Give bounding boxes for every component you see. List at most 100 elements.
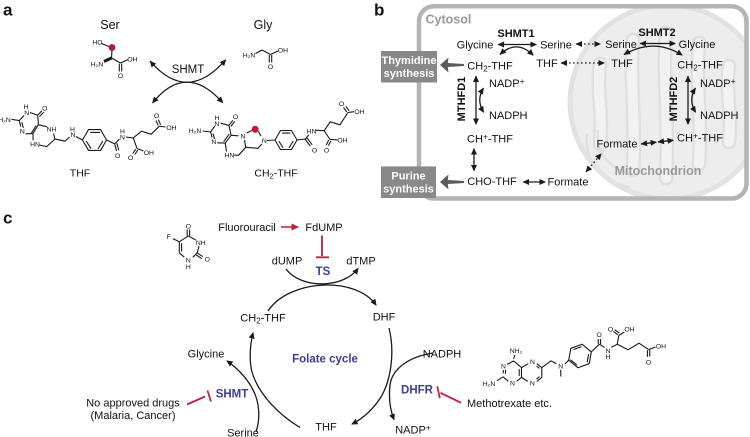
svg-text:O: O bbox=[646, 360, 651, 367]
svg-text:THF: THF bbox=[315, 422, 337, 434]
svg-text:Serine: Serine bbox=[227, 428, 259, 437]
svg-text:SHMT2: SHMT2 bbox=[638, 27, 675, 39]
svg-text:N: N bbox=[606, 348, 611, 355]
svg-text:OH: OH bbox=[624, 327, 634, 334]
svg-text:H₂N: H₂N bbox=[189, 128, 202, 135]
svg-text:MTHFD2: MTHFD2 bbox=[668, 77, 680, 122]
svg-text:NADP+: NADP+ bbox=[395, 422, 431, 436]
svg-text:NADPH: NADPH bbox=[489, 110, 528, 122]
svg-text:H₂N: H₂N bbox=[91, 62, 104, 69]
svg-text:dUMP: dUMP bbox=[272, 256, 303, 268]
svg-text:b: b bbox=[374, 1, 384, 20]
svg-text:Formate: Formate bbox=[548, 177, 589, 189]
svg-text:Serine: Serine bbox=[540, 39, 572, 51]
svg-text:NH₂: NH₂ bbox=[510, 348, 523, 355]
svg-text:DHFR: DHFR bbox=[401, 385, 434, 397]
svg-text:N: N bbox=[558, 363, 563, 370]
svg-text:CH2-THF: CH2-THF bbox=[677, 60, 723, 73]
svg-text:Serine: Serine bbox=[605, 39, 637, 51]
svg-text:Glycine: Glycine bbox=[457, 39, 494, 51]
svg-text:NADPH: NADPH bbox=[700, 110, 739, 122]
svg-text:Glycine: Glycine bbox=[188, 349, 225, 361]
svg-text:H: H bbox=[215, 115, 220, 122]
svg-text:N: N bbox=[211, 139, 216, 146]
svg-text:CH+-THF: CH+-THF bbox=[467, 131, 513, 145]
svg-text:OH: OH bbox=[337, 138, 347, 145]
svg-text:Thymidine: Thymidine bbox=[381, 55, 436, 67]
svg-text:O: O bbox=[154, 113, 159, 120]
svg-text:N: N bbox=[510, 381, 515, 388]
svg-text:SHMT: SHMT bbox=[216, 389, 249, 401]
svg-text:N: N bbox=[71, 132, 76, 139]
svg-text:N: N bbox=[186, 257, 191, 264]
svg-text:O: O bbox=[339, 101, 344, 108]
svg-text:Gly: Gly bbox=[254, 18, 274, 32]
svg-text:N: N bbox=[530, 359, 535, 366]
svg-text:CHO-THF: CHO-THF bbox=[467, 176, 517, 188]
svg-text:H: H bbox=[120, 129, 125, 136]
svg-text:MTHFD1: MTHFD1 bbox=[456, 77, 468, 122]
svg-text:O: O bbox=[186, 224, 191, 231]
svg-text:Glycine: Glycine bbox=[679, 39, 716, 51]
svg-text:SHMT: SHMT bbox=[172, 64, 205, 76]
svg-text:O: O bbox=[233, 114, 238, 121]
svg-text:HO: HO bbox=[92, 40, 102, 47]
svg-text:NADP+: NADP+ bbox=[700, 76, 736, 90]
svg-text:HN: HN bbox=[30, 142, 40, 149]
svg-text:Ser: Ser bbox=[100, 18, 119, 32]
svg-text:N: N bbox=[120, 134, 125, 141]
svg-text:SHMT1: SHMT1 bbox=[497, 28, 534, 40]
svg-text:O: O bbox=[268, 64, 273, 71]
svg-text:Cytosol: Cytosol bbox=[426, 13, 472, 27]
svg-text:THF: THF bbox=[611, 58, 633, 70]
svg-text:F: F bbox=[167, 234, 171, 241]
svg-text:Methotrexate etc.: Methotrexate etc. bbox=[467, 398, 552, 410]
svg-text:N: N bbox=[20, 129, 25, 136]
svg-text:c: c bbox=[3, 209, 12, 228]
svg-text:O: O bbox=[128, 155, 133, 162]
svg-text:O: O bbox=[312, 148, 317, 155]
svg-text:HN: HN bbox=[225, 153, 235, 160]
svg-text:H₂N: H₂N bbox=[243, 53, 256, 60]
svg-text:NADPH: NADPH bbox=[423, 349, 462, 361]
svg-text:N: N bbox=[530, 381, 535, 388]
svg-text:H₂N: H₂N bbox=[483, 381, 496, 388]
svg-text:CH+-THF: CH+-THF bbox=[677, 130, 723, 144]
svg-text:CH2-THF: CH2-THF bbox=[467, 61, 513, 74]
svg-text:OH: OH bbox=[278, 48, 288, 55]
svg-text:CH2-THF: CH2-THF bbox=[254, 168, 297, 181]
svg-text:N: N bbox=[24, 110, 29, 117]
svg-text:H: H bbox=[70, 126, 75, 133]
svg-text:OH: OH bbox=[127, 57, 137, 64]
svg-text:O: O bbox=[115, 153, 120, 160]
svg-text:FdUMP: FdUMP bbox=[305, 222, 342, 234]
svg-text:O: O bbox=[118, 73, 123, 80]
svg-text:NH: NH bbox=[196, 240, 206, 247]
svg-text:N: N bbox=[241, 134, 246, 141]
svg-text:N: N bbox=[215, 121, 220, 128]
svg-text:H: H bbox=[606, 354, 611, 361]
svg-text:DHF: DHF bbox=[373, 312, 396, 324]
svg-text:H: H bbox=[186, 264, 191, 271]
svg-text:N: N bbox=[262, 138, 267, 145]
svg-text:a: a bbox=[3, 1, 13, 20]
svg-text:HN: HN bbox=[307, 129, 317, 136]
svg-text:synthesis: synthesis bbox=[383, 183, 434, 195]
svg-text:O: O bbox=[205, 257, 210, 264]
svg-text:N: N bbox=[501, 364, 506, 371]
svg-text:Purine: Purine bbox=[391, 171, 425, 183]
svg-text:CH2-THF: CH2-THF bbox=[240, 313, 286, 326]
svg-text:NH: NH bbox=[47, 127, 57, 134]
svg-text:Fluorouracil: Fluorouracil bbox=[218, 222, 275, 234]
svg-text:OH: OH bbox=[144, 150, 154, 157]
svg-text:OH: OH bbox=[656, 344, 666, 351]
svg-text:dTMP: dTMP bbox=[346, 256, 375, 268]
svg-text:synthesis: synthesis bbox=[384, 68, 435, 80]
svg-text:No approved drugs: No approved drugs bbox=[86, 398, 180, 410]
svg-text:Folate cycle: Folate cycle bbox=[292, 354, 358, 366]
svg-text:O: O bbox=[324, 148, 329, 155]
svg-text:O: O bbox=[608, 327, 613, 334]
svg-text:Formate: Formate bbox=[597, 139, 638, 151]
svg-text:TS: TS bbox=[316, 266, 331, 278]
svg-text:THF: THF bbox=[536, 58, 558, 70]
